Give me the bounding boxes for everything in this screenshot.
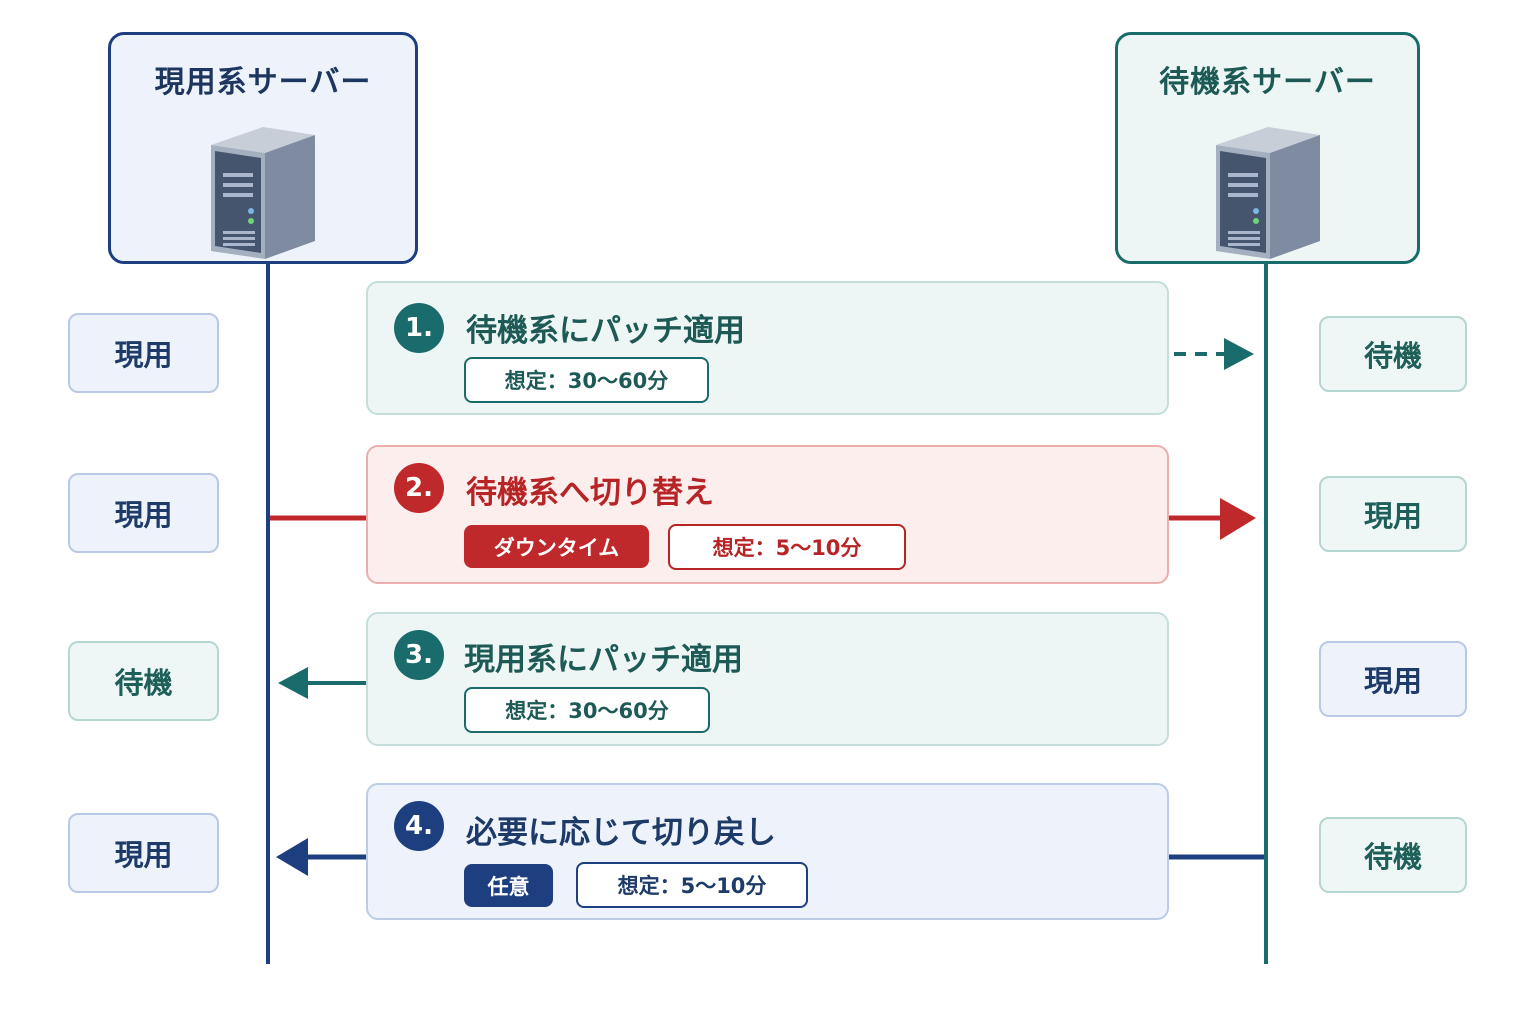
step-1-title: 待機系にパッチ適用 <box>466 313 745 349</box>
step-3-number: 3. <box>394 630 444 680</box>
standby-server-title: 待機系サーバー <box>1159 65 1376 100</box>
step-2-number: 2. <box>394 463 444 513</box>
step-3-title: 現用系にパッチ適用 <box>464 642 743 678</box>
step-3-estimate: 想定：30～60分 <box>464 687 710 733</box>
standby-state-2: 現用 <box>1319 476 1467 552</box>
step2-arrow-head <box>1220 498 1256 540</box>
step-2-estimate: 想定：5～10分 <box>668 524 906 570</box>
downtime-badge: ダウンタイム <box>464 525 649 568</box>
step-1-card: 1. 待機系にパッチ適用 想定：30～60分 <box>366 281 1169 415</box>
step-2-card: 2. 待機系へ切り替え ダウンタイム 想定：5～10分 <box>366 445 1169 584</box>
step-3-card: 3. 現用系にパッチ適用 想定：30～60分 <box>366 612 1169 746</box>
step-1-estimate: 想定：30～60分 <box>464 357 709 403</box>
step-4-title: 必要に応じて切り戻し <box>466 815 776 851</box>
standby-server-box: 待機系サーバー <box>1115 32 1420 264</box>
server-icon <box>1215 127 1320 259</box>
primary-state-3: 待機 <box>68 641 219 721</box>
standby-timeline <box>1264 264 1268 964</box>
standby-state-1: 待機 <box>1319 316 1467 392</box>
primary-server-box: 現用系サーバー <box>108 32 418 264</box>
primary-state-2: 現用 <box>68 473 219 553</box>
standby-state-3: 現用 <box>1319 641 1467 717</box>
step1-arrow-head <box>1224 338 1254 370</box>
step-2-title: 待機系へ切り替え <box>466 475 714 511</box>
step3-arrow-head <box>278 667 308 699</box>
step4-arrow-head <box>276 838 308 876</box>
step-4-estimate: 想定：5～10分 <box>576 862 808 908</box>
primary-server-title: 現用系サーバー <box>154 65 372 100</box>
optional-badge: 任意 <box>464 864 553 907</box>
primary-state-4: 現用 <box>68 813 219 893</box>
standby-state-4: 待機 <box>1319 817 1467 893</box>
step-4-number: 4. <box>394 801 444 851</box>
step-4-card: 4. 必要に応じて切り戻し 任意 想定：5～10分 <box>366 783 1169 920</box>
primary-timeline <box>266 264 270 964</box>
server-icon <box>211 127 315 259</box>
primary-state-1: 現用 <box>68 313 219 393</box>
step-1-number: 1. <box>394 303 444 353</box>
